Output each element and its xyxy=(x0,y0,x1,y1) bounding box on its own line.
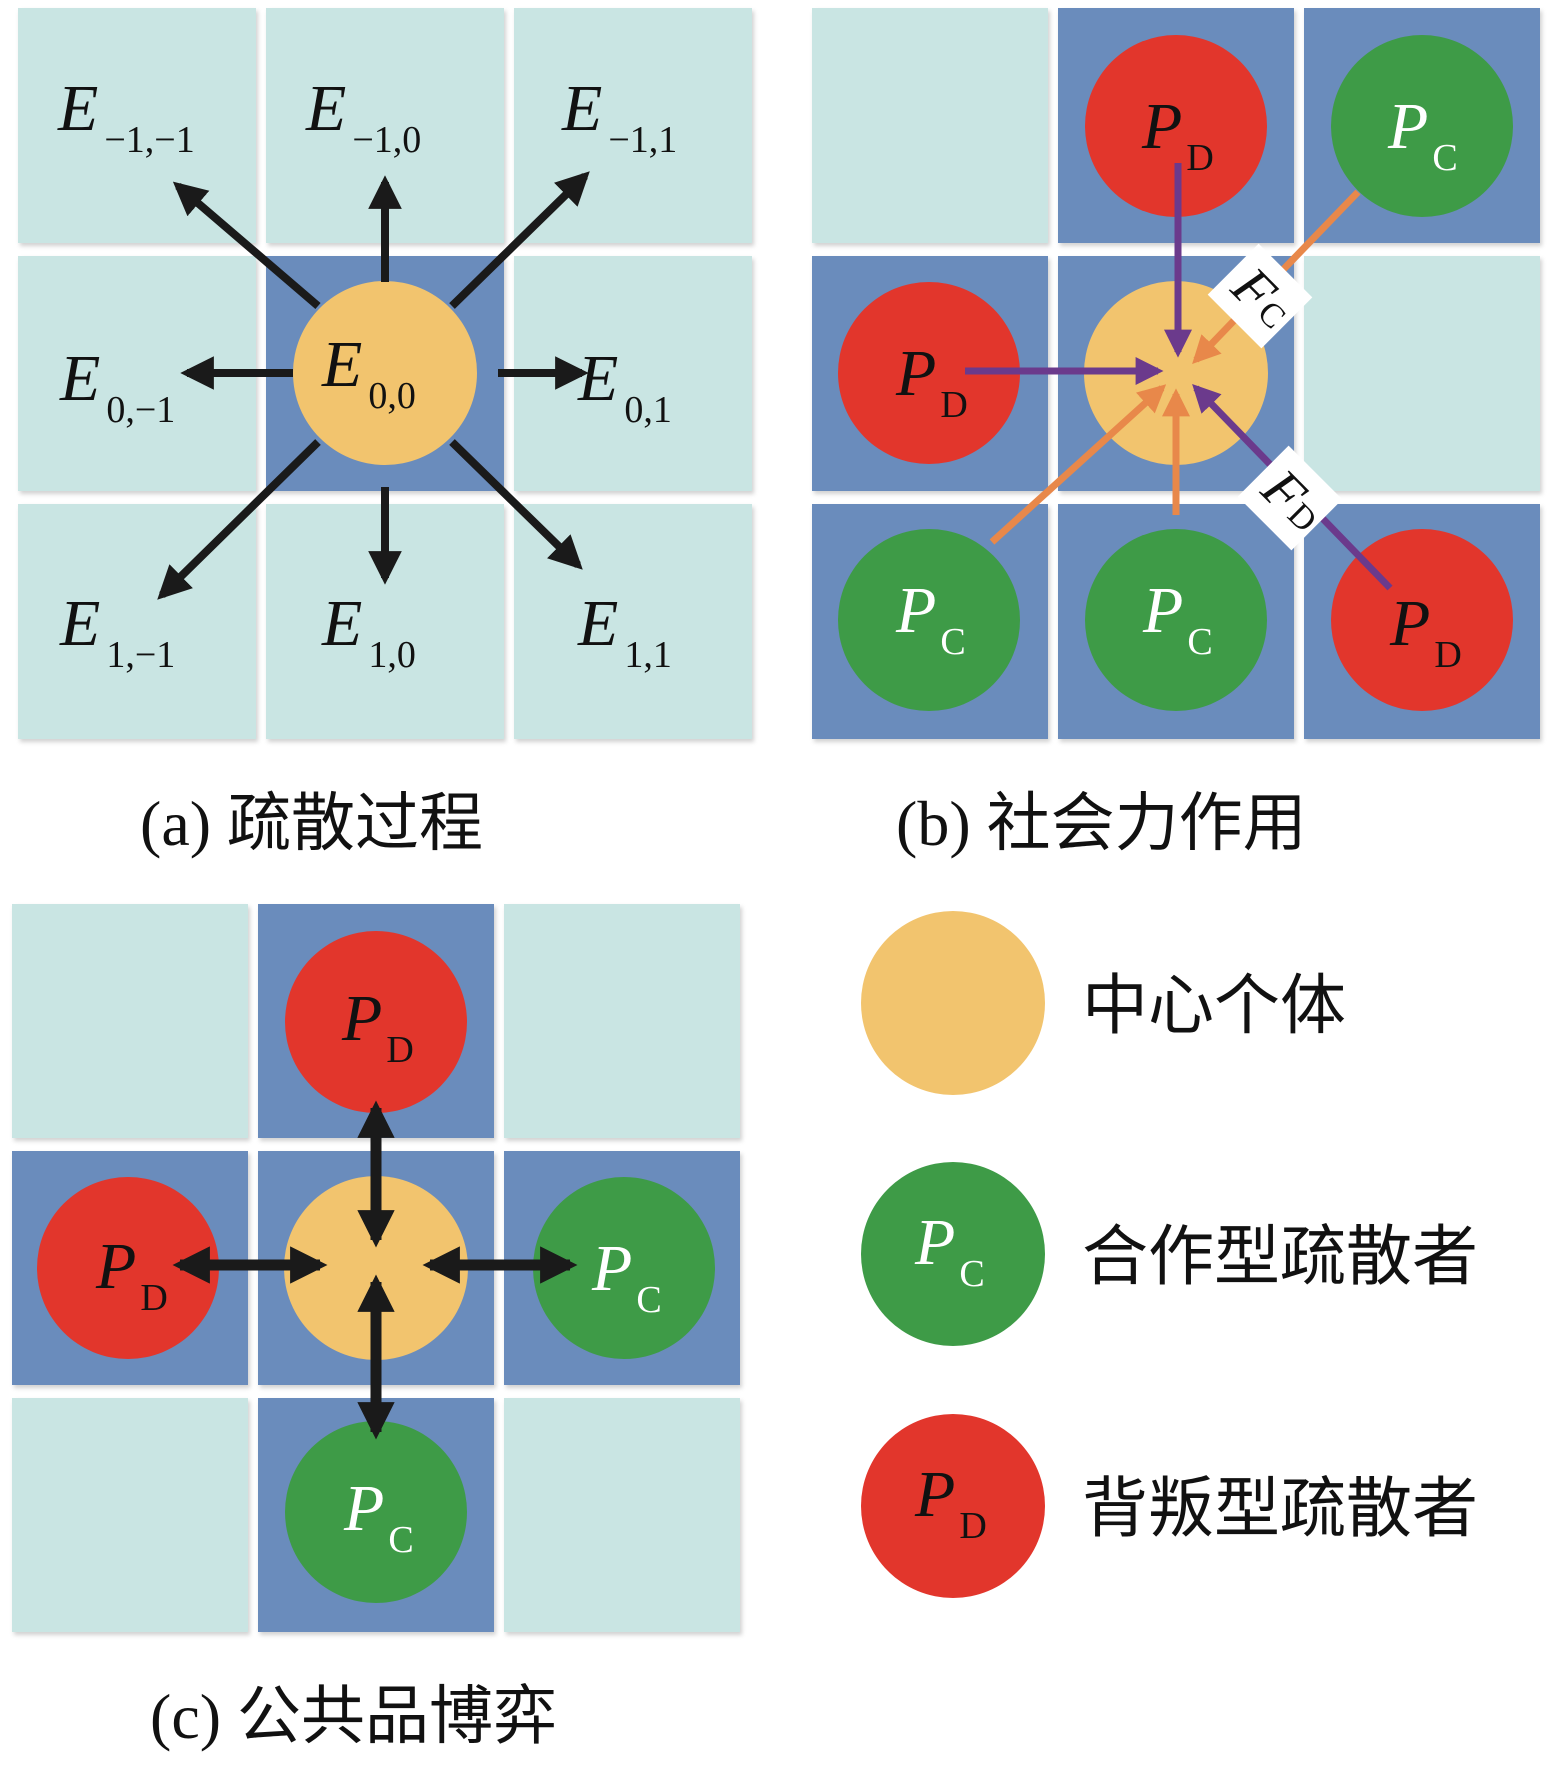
caption-c: (c)公共品博弈 xyxy=(150,1680,557,1754)
cooperator-agent xyxy=(838,529,1020,711)
defector-agent xyxy=(1085,35,1267,217)
defector-agent xyxy=(838,282,1020,464)
cooperator-agent xyxy=(1085,529,1267,711)
center-individual xyxy=(293,281,477,465)
grid-cell xyxy=(18,8,256,243)
legend-swatch-cooperator xyxy=(861,1162,1045,1346)
center-individual xyxy=(284,1176,468,1360)
cell-label: E−1,−1 xyxy=(57,72,195,161)
force-label-box xyxy=(1207,243,1313,349)
grid-cell xyxy=(12,1398,248,1632)
arrow-up-right xyxy=(449,171,590,309)
grid-cell xyxy=(1304,256,1540,491)
grid-cell xyxy=(12,904,248,1138)
legend-label: 合作型疏散者 xyxy=(1082,1218,1478,1295)
arrow-down-left xyxy=(157,439,321,600)
legend-swatch-center xyxy=(861,911,1045,1095)
evacuation-arrows xyxy=(157,171,590,600)
grid-cell xyxy=(504,904,740,1138)
arrow-up-left xyxy=(172,181,321,310)
force-arrow-orange xyxy=(989,384,1167,545)
cooperator-agent xyxy=(285,1421,467,1603)
legend-label: 背叛型疏散者 xyxy=(1082,1470,1478,1547)
legend-item-center: 中心个体 xyxy=(861,911,1346,1095)
game-interaction-arrows xyxy=(172,1100,578,1440)
social-force-arrows xyxy=(965,163,1393,591)
defector-agent xyxy=(37,1177,219,1359)
defector-agent xyxy=(285,931,467,1113)
cell-label: E−1,0 xyxy=(305,72,421,161)
grid-cell xyxy=(504,1398,740,1632)
cell-label: E−1,1 xyxy=(561,72,677,161)
force-label-box xyxy=(1237,445,1343,551)
legend-label: 中心个体 xyxy=(1082,967,1346,1044)
cooperator-agent xyxy=(1331,35,1513,217)
caption-a: (a)疏散过程 xyxy=(140,787,483,861)
grid-cell xyxy=(812,8,1048,243)
cooperator-agent xyxy=(533,1177,715,1359)
legend-swatch-defector xyxy=(861,1414,1045,1598)
caption-b: (b)社会力作用 xyxy=(896,787,1307,861)
arrow-down-right xyxy=(449,439,583,570)
